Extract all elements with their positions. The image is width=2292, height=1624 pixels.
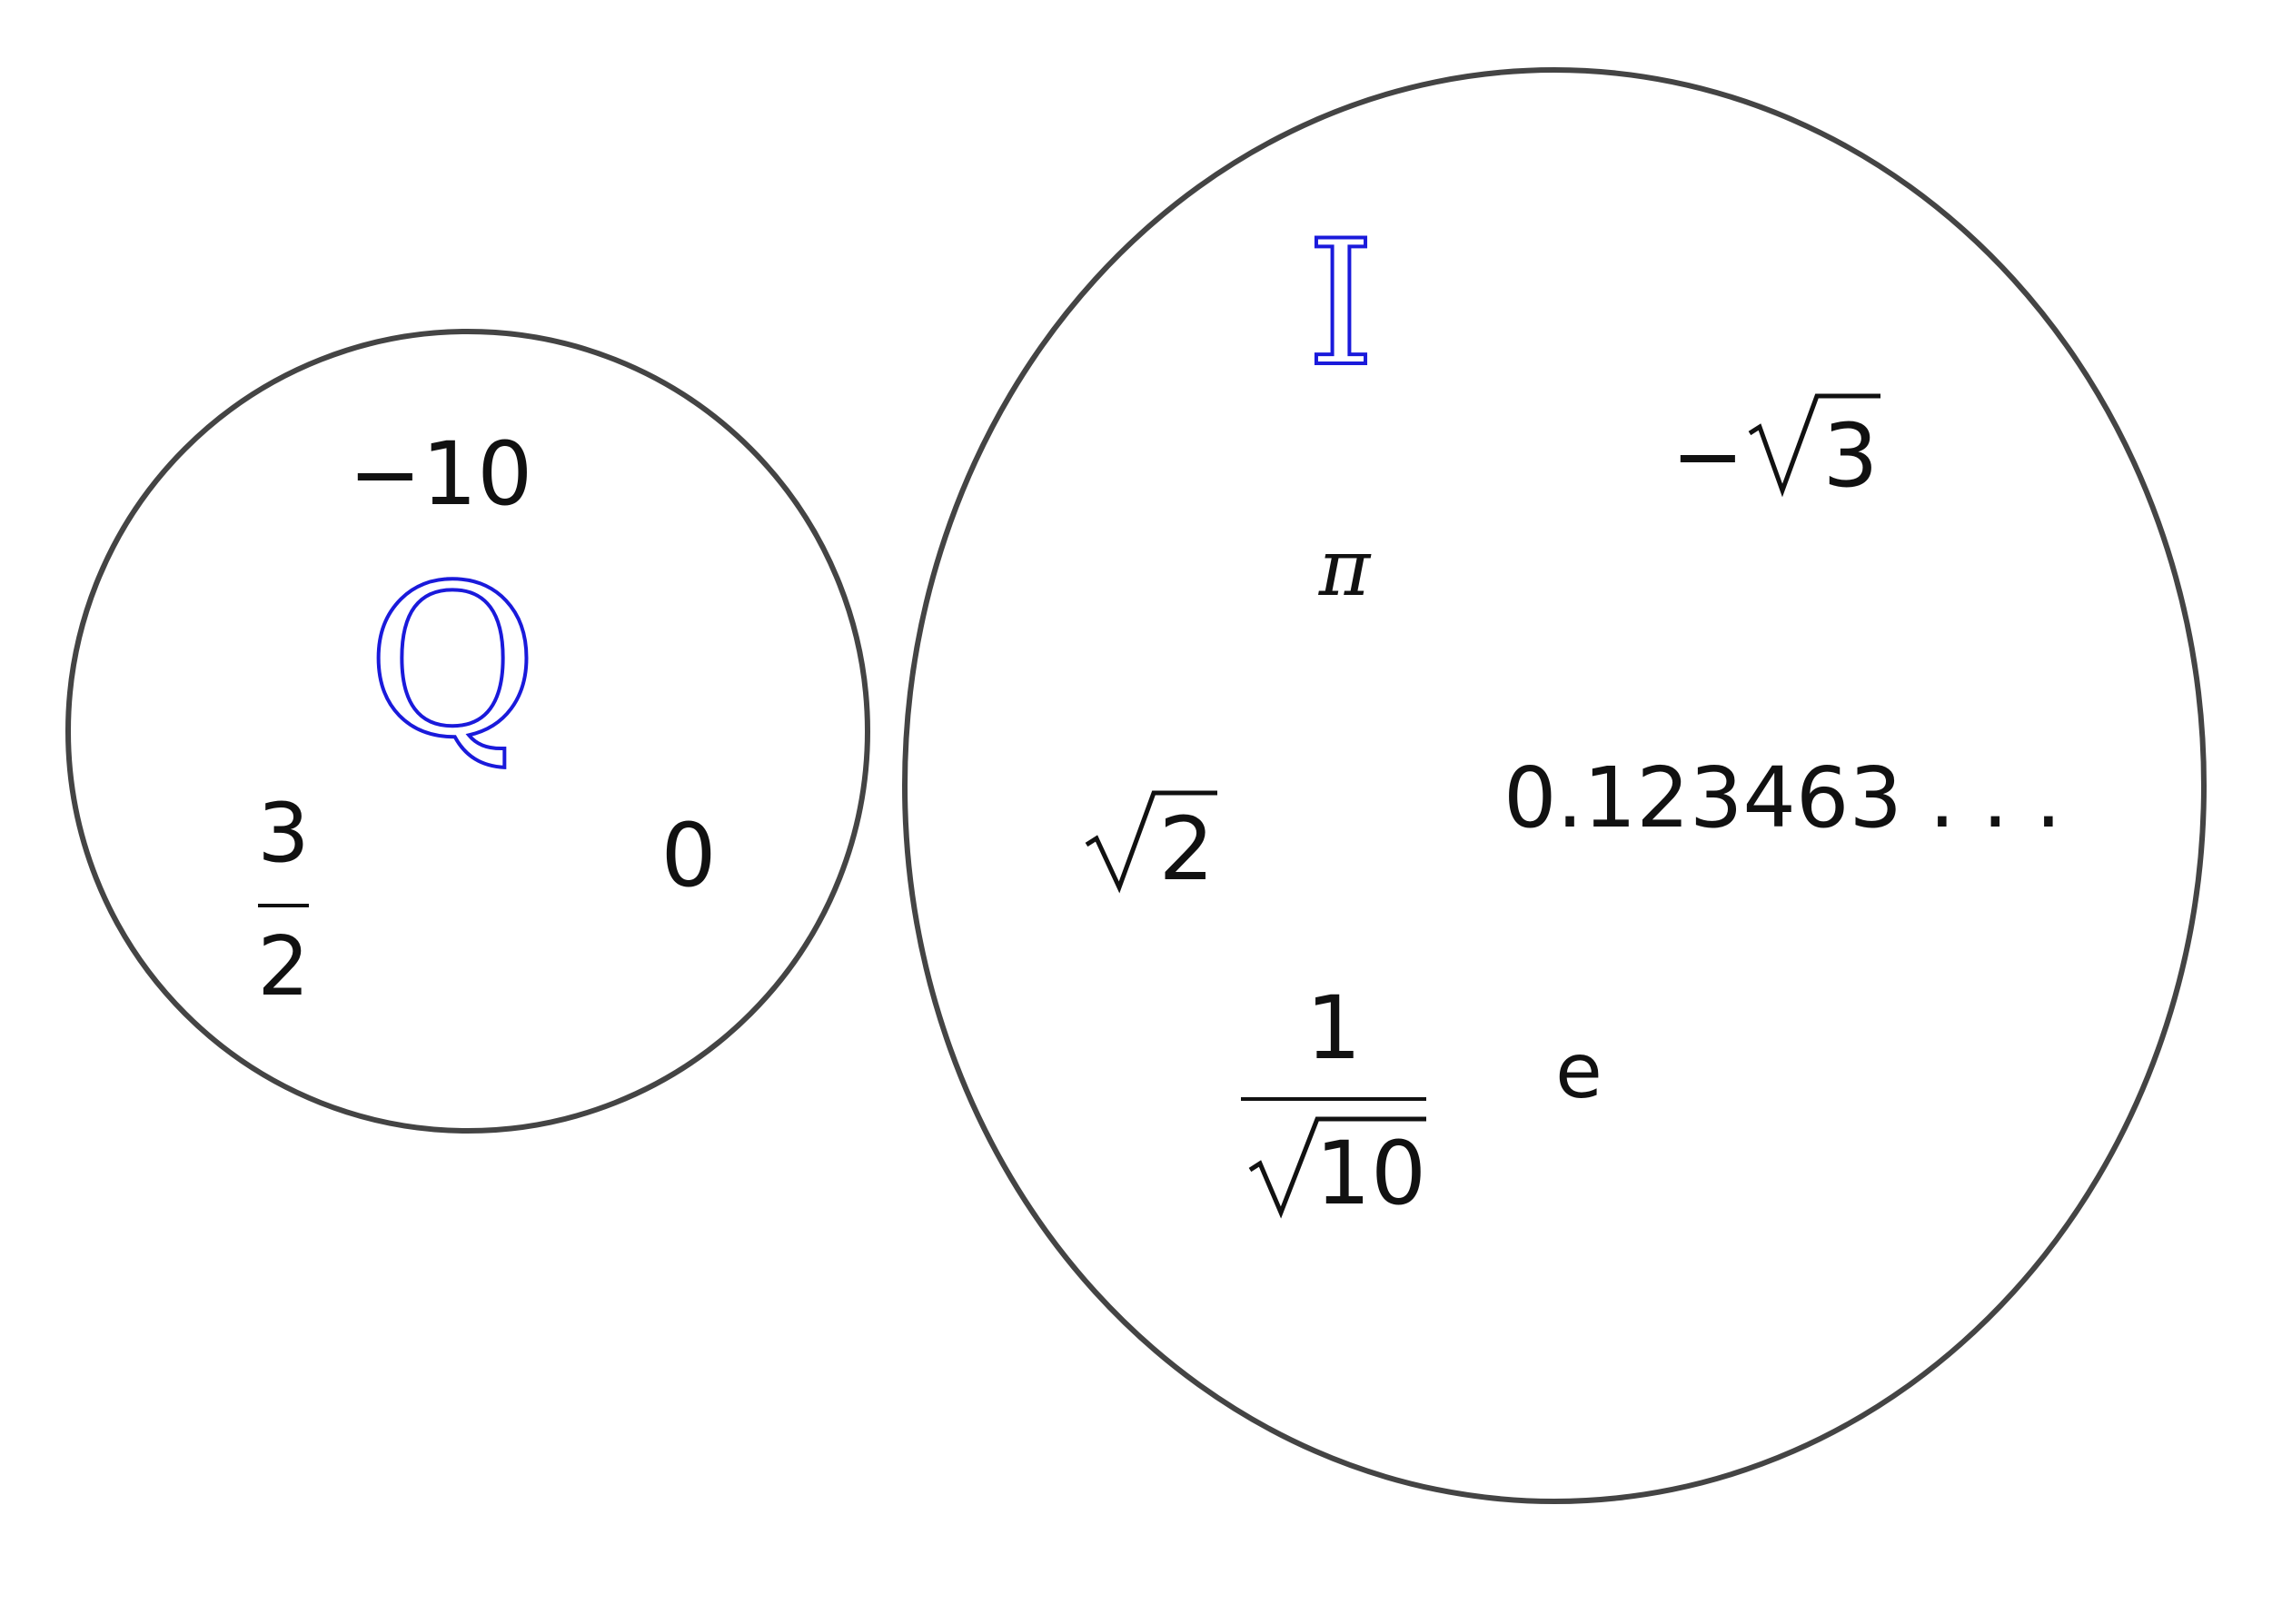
radicand: 2 [1158, 798, 1214, 900]
element-pi: π [1318, 523, 1372, 614]
element-three-halves: 3 2 [257, 786, 309, 1015]
irrational-set-symbol: I [1306, 203, 1374, 404]
rational-set-outline [65, 329, 870, 1134]
element-sqrt-two: 2 [1085, 790, 1217, 900]
element-e: e [1555, 1026, 1602, 1115]
radical-sign [1248, 1116, 1426, 1219]
irrational-set: I − 3 π 2 0.123463 . . . 1 10 e [902, 67, 2207, 1504]
radicand: 3 [1822, 405, 1878, 507]
element-one-over-sqrt-ten: 1 10 [1241, 977, 1426, 1224]
fraction-denominator: 2 [257, 919, 309, 1015]
radicand: 10 [1315, 1123, 1426, 1224]
fraction-numerator: 1 [1305, 977, 1361, 1079]
element-zero: 0 [660, 805, 716, 906]
fraction-numerator: 3 [257, 786, 309, 881]
rational-set: Q −10 3 2 0 [65, 329, 870, 1134]
negative-sign: − [1672, 405, 1744, 507]
irrational-set-outline [902, 67, 2207, 1504]
radical-sign [1085, 790, 1217, 894]
radical-sign [1748, 393, 1880, 498]
element-neg-ten: −10 [349, 423, 533, 525]
element-neg-sqrt-three: − 3 [1672, 393, 1880, 507]
rational-set-symbol: Q [367, 541, 539, 784]
element-decimal: 0.123463 . . . [1503, 749, 2061, 847]
